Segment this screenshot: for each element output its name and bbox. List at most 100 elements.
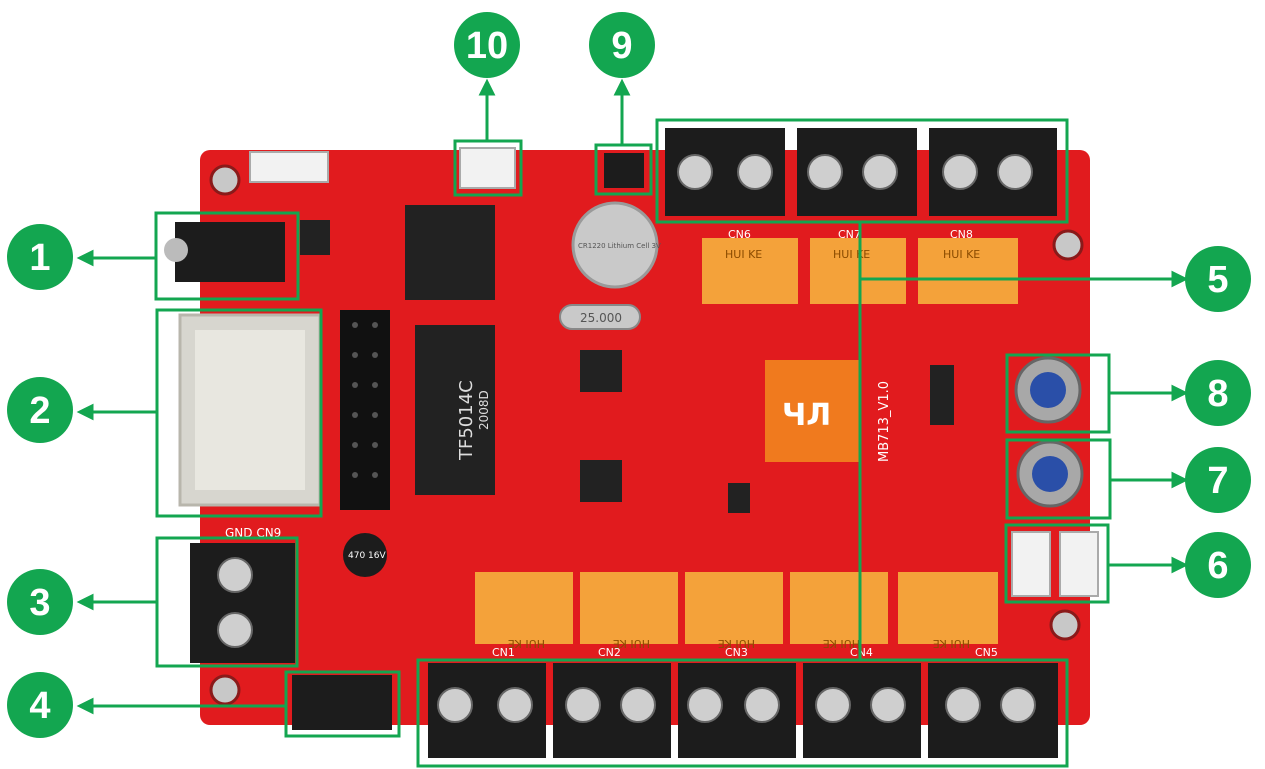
highlight-box-4: [284, 670, 401, 738]
terminal-screw: [687, 687, 723, 723]
fpga-logo: ЧЛ: [782, 398, 831, 433]
mounting-hole: [209, 674, 241, 706]
relay: [898, 572, 998, 644]
jst-connector: [1011, 531, 1051, 597]
relay-label: HUI KE: [823, 637, 860, 650]
ic-chip: [930, 365, 954, 425]
callout-circle: [1185, 532, 1251, 598]
connector-label: CN6: [728, 228, 751, 241]
crystal-label: 25.000: [580, 311, 622, 325]
battery-label: CR1220 Lithium Cell 3V: [578, 242, 661, 250]
callout-number: 5: [1207, 259, 1228, 301]
callout-number: 7: [1207, 460, 1228, 502]
pin: [372, 322, 378, 328]
callout-number: 8: [1207, 373, 1228, 415]
callout-10: 10: [454, 12, 520, 78]
bottom-terminal-row: CN1 CN2 CN3 CN4 CN5: [428, 646, 1058, 758]
mounting-hole: [209, 164, 241, 196]
callout-number: 2: [29, 390, 50, 432]
callout-4: 4: [7, 672, 73, 738]
callout-7: 7: [1185, 447, 1251, 513]
callout-number: 10: [466, 25, 508, 67]
callout-circle: [1185, 246, 1251, 312]
arrow-head: [76, 403, 94, 421]
arrow-head: [76, 697, 94, 715]
callout-number: 3: [29, 582, 50, 624]
arrow-head: [478, 78, 496, 96]
fpga-chip: [765, 360, 860, 462]
callout-circle: [589, 12, 655, 78]
arrow-head: [1171, 384, 1189, 402]
callout-circle: [7, 672, 73, 738]
relay: [475, 572, 573, 644]
mounting-hole: [1052, 229, 1084, 261]
dc-jack: [175, 222, 285, 282]
callout-1: 1: [7, 224, 73, 290]
terminal-screw: [744, 687, 780, 723]
terminal-screw: [565, 687, 601, 723]
highlight-box-5b: [416, 658, 1069, 768]
transformer-label: TF5014C: [456, 380, 477, 461]
pin-header: [340, 310, 390, 510]
relay-label: HUI KE: [613, 637, 650, 650]
connector-label: CN5: [975, 646, 998, 659]
connector-label: CN7: [838, 228, 861, 241]
terminal-screw: [1000, 687, 1036, 723]
arrow-head: [1171, 270, 1189, 288]
callout-circle: [1185, 447, 1251, 513]
terminal-screw: [870, 687, 906, 723]
terminal-screw: [862, 154, 898, 190]
pin: [372, 472, 378, 478]
pin: [372, 442, 378, 448]
relay-label: HUI KE: [725, 248, 762, 261]
arrow-head: [1171, 471, 1189, 489]
arrow-head: [1171, 556, 1189, 574]
ic-chip: [300, 220, 330, 255]
callout-number: 6: [1207, 545, 1228, 587]
callout-circle: [7, 377, 73, 443]
arrow-head: [613, 78, 631, 96]
ic-chip: [580, 460, 622, 502]
arrow-head: [76, 593, 94, 611]
terminal-screw: [677, 154, 713, 190]
jst-connector: [249, 151, 329, 183]
terminal-screw: [620, 687, 656, 723]
terminal-screw: [437, 687, 473, 723]
terminal-screw: [497, 687, 533, 723]
callout-circle: [7, 224, 73, 290]
relay-label: HUI KE: [718, 637, 755, 650]
callout-number: 4: [29, 685, 50, 727]
terminal-screw: [217, 557, 253, 593]
pin: [372, 412, 378, 418]
relay: [790, 572, 888, 644]
network-port-inner: [195, 330, 305, 490]
capacitor-label: 470 16V: [348, 551, 386, 561]
relay: [580, 572, 678, 644]
callout-circle: [454, 12, 520, 78]
callout-circle: [1185, 360, 1251, 426]
terminal-screw: [815, 687, 851, 723]
terminal-screw: [997, 154, 1033, 190]
pin: [372, 382, 378, 388]
terminal-screw: [217, 612, 253, 648]
crystal: [559, 304, 641, 330]
connector-label: CN8: [950, 228, 973, 241]
top-relays: HUI KE HUI KE HUI KE CN6 CN7 CN8: [702, 228, 1018, 304]
transformer-code: 2008D: [477, 390, 491, 430]
arm-mcu-chip: [405, 205, 495, 300]
pin: [352, 472, 358, 478]
relay: [685, 572, 783, 644]
dc-jack-hole: [164, 238, 188, 262]
mounting-holes: [209, 164, 1084, 706]
callout-9: 9: [589, 12, 655, 78]
mounting-hole: [1049, 609, 1081, 641]
ic-chip: [728, 483, 750, 513]
aviation-connector-core: [1032, 456, 1068, 492]
terminal-screw: [737, 154, 773, 190]
connector-label: CN2: [598, 646, 621, 659]
terminal-screw: [942, 154, 978, 190]
relay-label: HUI KE: [508, 637, 545, 650]
pin-header-pins: [352, 322, 378, 478]
